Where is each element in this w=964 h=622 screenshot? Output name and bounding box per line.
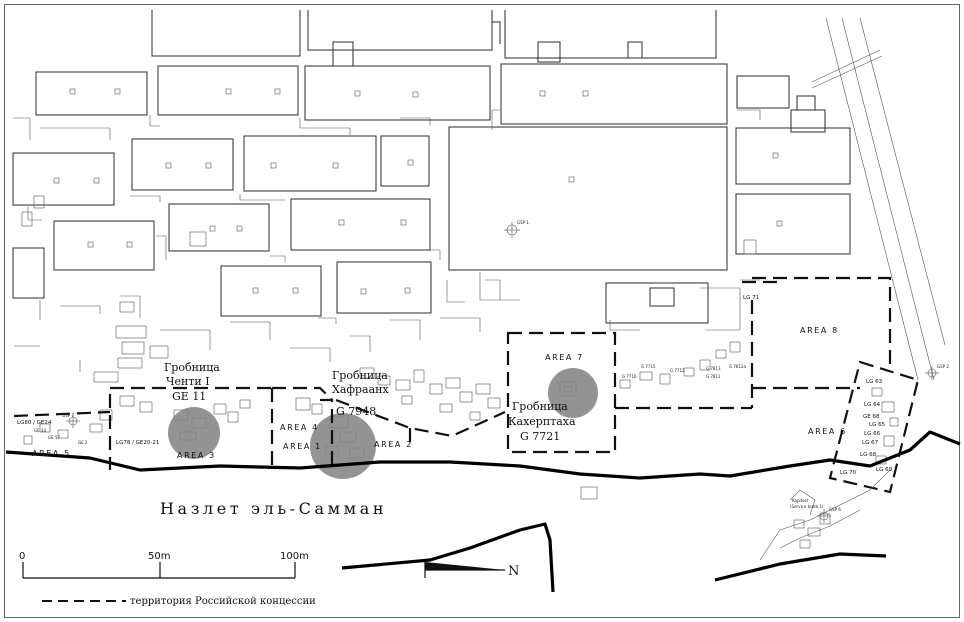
svg-text:Хафраанх: Хафраанх (332, 383, 389, 396)
gsp-1-label: GSP 1 (517, 220, 529, 225)
svg-text:G 7948: G 7948 (336, 405, 376, 418)
concession-boundaries (13, 276, 920, 494)
svg-text:100m: 100m (280, 551, 309, 562)
area-6-label: AREA 6 (808, 427, 847, 436)
tomb-code-g7813: G 7813 (706, 366, 721, 371)
tomb-code-g7812a: G 7812a (729, 364, 747, 369)
lg-64-label: LG 64 (864, 402, 881, 408)
area-8-label: AREA 8 (800, 326, 839, 335)
tomb-code-g7715: G 7715 (641, 364, 656, 369)
area-4-label: AREA 4 (280, 423, 319, 432)
area-7-label: AREA 7 (545, 353, 584, 362)
area-3-label: AREA 3 (177, 451, 216, 460)
lg71-label: LG 71 (743, 295, 759, 301)
tomb-highlight-chenti (168, 407, 220, 459)
tomb-code-g7811: G 7811 (706, 374, 721, 379)
legend-text: территория Российской концессии (130, 596, 316, 607)
mastaba-outlines (12, 10, 946, 500)
svg-text:Гробница: Гробница (332, 369, 388, 382)
gsp-7-label: GSP 7 (62, 413, 74, 418)
ge2-label: GE 2 (78, 440, 88, 445)
tomb-label-kaherptah: Гробница Кахерптаха G 7721 (508, 400, 576, 443)
area-5-label: AREA 5 (32, 449, 71, 458)
svg-text:50m: 50m (148, 551, 170, 562)
lg-68-label: LG 68 (860, 452, 877, 458)
ge57-label: GE 57 (48, 435, 60, 440)
svg-text:Ченти I: Ченти I (166, 375, 210, 388)
tomb-highlight-kaherptah (548, 368, 598, 418)
area-1-label: AREA 1 (283, 442, 322, 451)
svg-text:0: 0 (19, 551, 25, 562)
svg-text:G 7721: G 7721 (520, 430, 560, 443)
legend: территория Российской концессии (42, 596, 316, 607)
north-arrow: N (424, 562, 519, 579)
tomb-label-chenti: Гробница Ченти I GE 11 (164, 361, 220, 403)
svg-text:Гробница: Гробница (164, 361, 220, 374)
ge-68-label: GE 68 (863, 414, 880, 420)
scale-bar: 0 50m 100m (19, 551, 309, 579)
gsp-6-label: GSP 6 (829, 507, 841, 512)
north-label: N (508, 564, 519, 579)
lg-67-label: LG 67 (862, 440, 879, 446)
lg78-ge20-21-label: LG78 / GE20-21 (116, 440, 159, 446)
gsp-2-label: GSP 2 (937, 364, 949, 369)
lg-70-label: LG 70 (840, 470, 857, 476)
svg-text:Гробница: Гробница (512, 400, 568, 413)
ge34-label: GE 34 (34, 428, 46, 433)
map-frame (4, 4, 960, 618)
tomb-code-g7712: G 7712 (670, 368, 685, 373)
svg-text:GE 11: GE 11 (172, 390, 206, 403)
lg-69-label: LG 69 (876, 467, 893, 473)
lg-65-label: LG 65 (869, 422, 886, 428)
area-2-label: AREA 2 (374, 440, 413, 449)
lg80-ge24-label: LG80 / GE24 (17, 420, 52, 426)
tomb-code-g7716: G 7716 (622, 374, 637, 379)
survey-points (66, 222, 939, 523)
lg-66-label: LG 66 (864, 431, 881, 437)
kapdeel-label: Kapdeel (792, 498, 808, 503)
plateau-edge (5, 430, 961, 593)
tomb-label-khafraankh: Гробница Хафраанх G 7948 (332, 369, 389, 418)
lg-63-label: LG 63 (866, 379, 883, 385)
svg-text:Кахерптаха: Кахерптаха (508, 415, 576, 428)
kapdeel-sub-label: (Service tomb 1) (790, 504, 824, 509)
region-title: Назлет эль-Самман (160, 499, 387, 518)
